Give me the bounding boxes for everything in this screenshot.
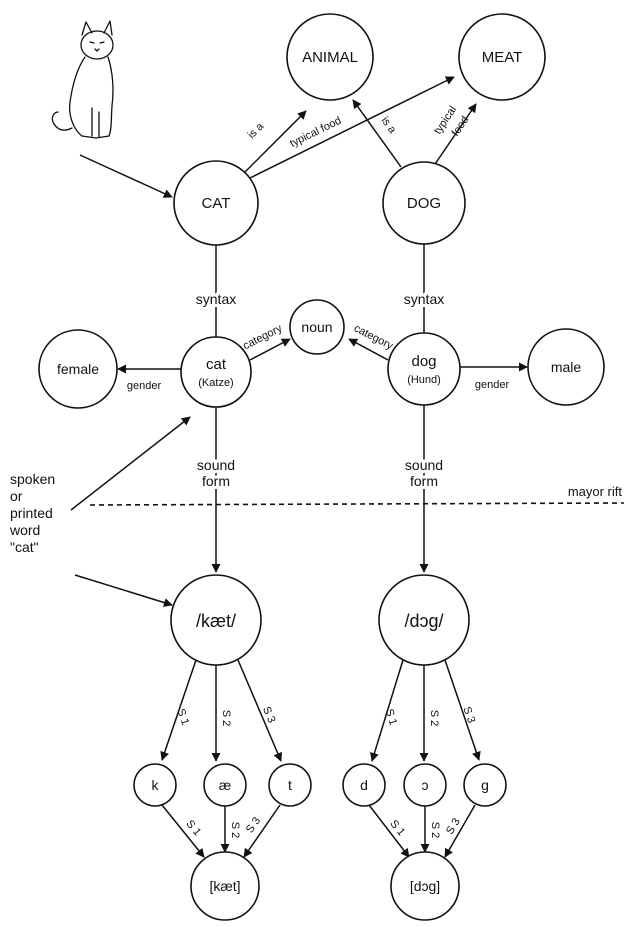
svg-text:spoken: spoken [10,471,55,487]
label-cat-s2-bottom: S 2 [229,822,241,839]
edge-dog-is-a-animal [352,99,402,168]
svg-text:t: t [288,777,292,793]
svg-text:(Katze): (Katze) [198,377,233,389]
edge-word-input-to-cat-phon [74,574,173,607]
svg-text:or: or [10,488,23,504]
node-cat-lemma: cat (Katze) [180,336,252,408]
node-meat: MEAT [458,13,546,101]
label-dog-s1-bottom: S 1 [387,818,407,838]
edge-t-to-cat-out [243,804,281,858]
label-cat-s3-top: S 3 [260,705,277,725]
svg-text:MEAT: MEAT [482,49,523,66]
label-dog-sound: sound [405,457,443,473]
node-segment-k: k [133,763,177,807]
node-dog-phonological: /dɔg/ [378,574,470,666]
node-segment-t: t [268,763,312,807]
svg-text:d: d [360,777,368,793]
node-cat-output: [kæt] [190,851,260,921]
label-dog-s3-bottom: S 3 [444,816,463,836]
node-segment-g: g [463,763,507,807]
label-dog-gender: gender [475,379,510,391]
svg-text:DOG: DOG [407,195,441,212]
node-cat-concept: CAT [173,160,259,246]
node-dog-concept: DOG [382,161,466,245]
node-segment-d: d [342,763,386,807]
edge-cat-image-to-cat [79,154,173,198]
edge-g-to-dog-out [444,804,476,858]
svg-text:ANIMAL: ANIMAL [302,49,358,66]
label-cat-s1-top: S 1 [174,707,191,727]
svg-text:ɔ: ɔ [422,777,429,793]
label-dog-form: form [410,473,438,489]
svg-text:female: female [57,361,99,377]
svg-text:[kæt]: [kæt] [209,878,240,894]
node-male: male [527,328,605,406]
svg-text:dog: dog [411,353,436,370]
edge-cat-phon-t [237,659,282,762]
node-segment-ae: æ [203,763,247,807]
node-female: female [38,329,118,409]
label-cat-syntax: syntax [196,291,236,307]
rift-label: mayor rift [568,484,623,499]
cat-icon [51,20,114,139]
edge-dog-phon-d [370,659,404,762]
svg-text:/dɔg/: /dɔg/ [404,611,443,631]
svg-text:"cat": "cat" [10,539,39,555]
svg-text:CAT: CAT [202,195,231,212]
label-cat-form: form [202,473,230,489]
svg-text:noun: noun [301,319,332,335]
svg-text:printed: printed [10,505,53,521]
node-dog-output: [dɔg] [390,851,460,921]
node-segment-o: ɔ [403,763,447,807]
label-cat-s2-top: S 2 [220,710,232,727]
node-animal: ANIMAL [286,13,374,101]
major-rift-line [89,502,625,506]
label-dog-is-a: is a [379,115,399,137]
edge-word-input-to-cat [70,416,191,511]
svg-text:k: k [152,777,160,793]
node-cat-phonological: /kæt/ [170,574,262,666]
node-dog-lemma: dog (Hund) [387,332,461,406]
label-dog-syntax: syntax [404,291,444,307]
svg-text:[dɔg]: [dɔg] [410,878,440,894]
svg-text:g: g [481,777,489,793]
edge-dog-phon-g [444,659,481,761]
edge-dog-typical-food-meat [430,103,477,171]
edge-k-to-cat-out [161,804,205,858]
label-dog-s1-top: S 1 [383,707,399,726]
edge-d-to-dog-out [368,804,410,858]
edge-cat-category-noun [249,338,291,361]
svg-text:æ: æ [219,777,231,793]
label-cat-gender: gender [127,380,162,392]
svg-text:/kæt/: /kæt/ [196,611,236,631]
label-cat-category: category [241,322,284,352]
label-cat-sound: sound [197,457,235,473]
edge-cat-phon-k [160,659,197,761]
svg-text:(Hund): (Hund) [407,374,441,386]
label-cat-is-a: is a [246,120,267,141]
svg-text:word: word [9,522,40,538]
svg-text:male: male [551,359,582,375]
edge-dog-category-noun [348,338,389,361]
label-dog-s2-top: S 2 [428,710,440,727]
label-dog-s2-bottom: S 2 [429,822,441,839]
label-dog-category: category [352,322,395,352]
label-dog-s3-top: S 3 [460,705,477,725]
node-noun: noun [289,299,345,355]
word-input-label: spoken or printed word "cat" [9,471,55,555]
svg-text:cat: cat [206,356,227,373]
edge-cat-typical-food-meat [249,76,455,179]
